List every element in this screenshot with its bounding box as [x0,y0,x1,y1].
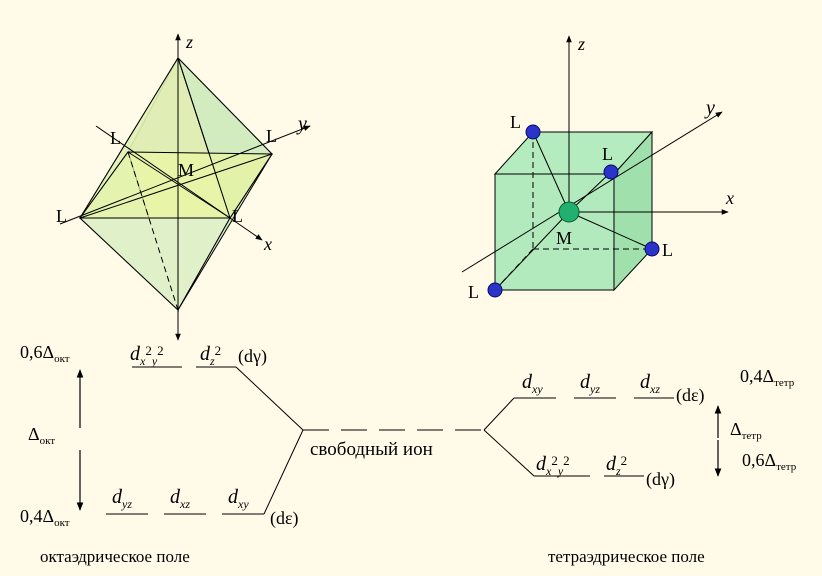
tetra-upper-group: (dε) [676,385,705,406]
tetra-ligand-atom-top-right [603,164,619,180]
octa-upper-energy: 0,6Δокт [20,342,70,365]
octa-ligand-label-left: L [56,206,67,226]
octa-y-label: y [296,113,307,135]
tetra-ligand-atom-bottom-left [487,282,503,298]
cube-face-front [494,173,615,291]
octahedron-figure: z y x L L L L M [56,32,311,341]
tetra-orbital-dxz: dxz [640,371,660,396]
octa-orbital-dz2: dz2 [200,343,221,368]
tetra-ligand-label-right: L [662,240,673,260]
octa-orbital-dxz: dxz [170,486,190,511]
tetra-orbital-dx2y2: dx2y2 [536,453,570,478]
tetra-field-label: тетраэдрическое поле [548,547,705,566]
octa-orbital-dx2y2: dx2y2 [130,343,164,368]
octa-lower-group: (dε) [270,508,299,529]
tetra-delta-label: Δтетр [730,419,762,442]
tetra-metal-atom [558,201,580,223]
octa-orbital-dxy: dxy [228,486,249,511]
octa-delta-label: Δокт [28,424,55,447]
tetra-lower-energy: 0,6Δтетр [742,450,797,473]
tetra-y-axis [461,111,723,273]
octa-ligand-label-back-right: L [266,126,277,146]
octa-y-axis [59,125,311,225]
tetra-ligand-label-top-left: L [510,112,521,132]
tetra-orbital-dz2: dz2 [606,453,627,478]
tetra-x-label: x [725,188,734,208]
tetra-upper-energy: 0,4Δтетр [740,366,795,389]
octa-metal-label: M [178,160,194,180]
tetra-z-label: z [577,34,585,54]
tetra-metal-label: M [556,228,572,248]
tetrahedral-splitting: dxy dyz dxz (dε) 0,4Δтетр Δтетр 0,6Δтетр… [483,366,797,566]
octa-field-label: октаэдрическое поле [40,547,190,566]
free-ion-label: свободный ион [310,439,433,460]
octa-upper-group: (dγ) [238,346,267,367]
tetra-ligand-atom-right [644,241,660,257]
octa-z-label: z [185,32,193,52]
tetrahedron-figure: z y x L L L L M [461,34,734,302]
octa-x-axis [95,125,263,241]
tetra-ligand-atom-top-left [525,124,541,140]
tetra-lower-group: (dγ) [646,469,675,490]
octa-ligand-label-back-left: L [110,128,121,148]
octa-ligand-label-front-right: L [232,206,243,226]
octa-orbital-dyz: dyz [112,486,132,511]
octa-x-label: x [263,234,272,254]
tetra-ligand-label-bottom-left: L [468,282,479,302]
tetra-orbital-dyz: dyz [580,371,600,396]
tetra-y-label: y [704,97,715,119]
octa-face-front-bottom [78,217,231,311]
free-ion-level: свободный ион [303,429,484,460]
octa-lower-energy: 0,4Δокт [20,506,70,529]
octahedral-splitting: 0,6Δокт Δокт 0,4Δокт dx2y2 dz2 (dγ) dyz … [20,342,304,566]
tetra-orbital-dxy: dxy [522,371,543,396]
tetra-ligand-label-top-right: L [602,144,613,164]
